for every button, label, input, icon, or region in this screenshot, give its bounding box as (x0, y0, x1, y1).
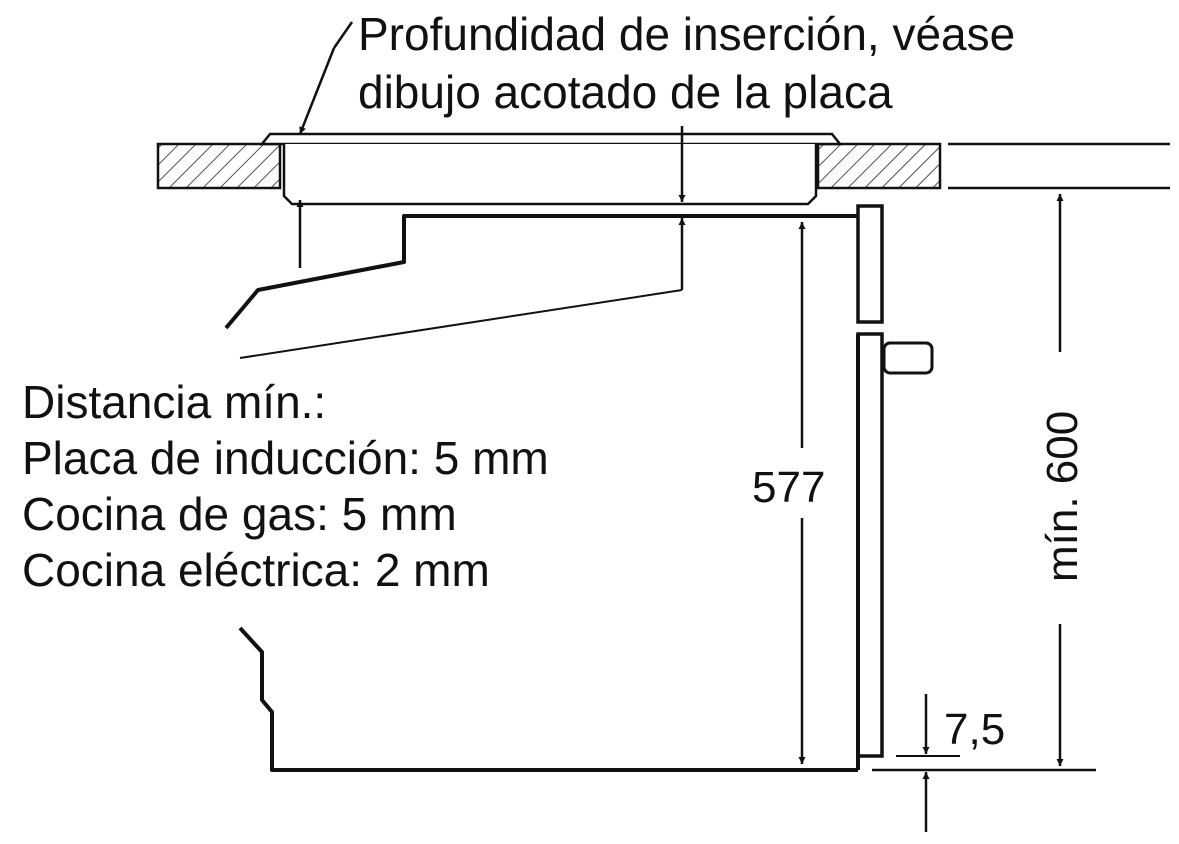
distance-leader (239, 289, 683, 359)
door-handle (882, 341, 934, 375)
hob-body (282, 144, 818, 206)
distance-gas: Cocina de gas: 5 mm (22, 488, 457, 540)
hob (259, 132, 843, 206)
oven-bottom-outline (238, 626, 858, 772)
header-leader (332, 21, 354, 49)
distance-electric: Cocina eléctrica: 2 mm (22, 544, 490, 596)
oven-control-panel (856, 204, 884, 324)
insertion-depth-label-line2: dibujo acotado de la placa (358, 66, 893, 118)
oven-height-label-bg (750, 448, 850, 518)
header-leader-arrow (298, 47, 336, 135)
distance-induction: Placa de inducción: 5 mm (22, 432, 549, 484)
distance-title: Distancia mín.: (22, 376, 326, 428)
worktop-right (816, 142, 942, 190)
insertion-depth-label-line1: Profundidad de inserción, véase (358, 8, 1015, 60)
oven-height-label: 577 (752, 463, 825, 512)
worktop-left (156, 142, 282, 190)
hob-glass (259, 132, 843, 146)
oven-door (856, 332, 884, 758)
offset-label: 7,5 (944, 705, 1005, 754)
oven (224, 204, 934, 772)
niche-height-label: mín. 600 (1038, 411, 1087, 582)
worktop (156, 142, 1170, 190)
niche-height-label-bg (1032, 352, 1088, 624)
oven-top-outline (224, 214, 858, 330)
